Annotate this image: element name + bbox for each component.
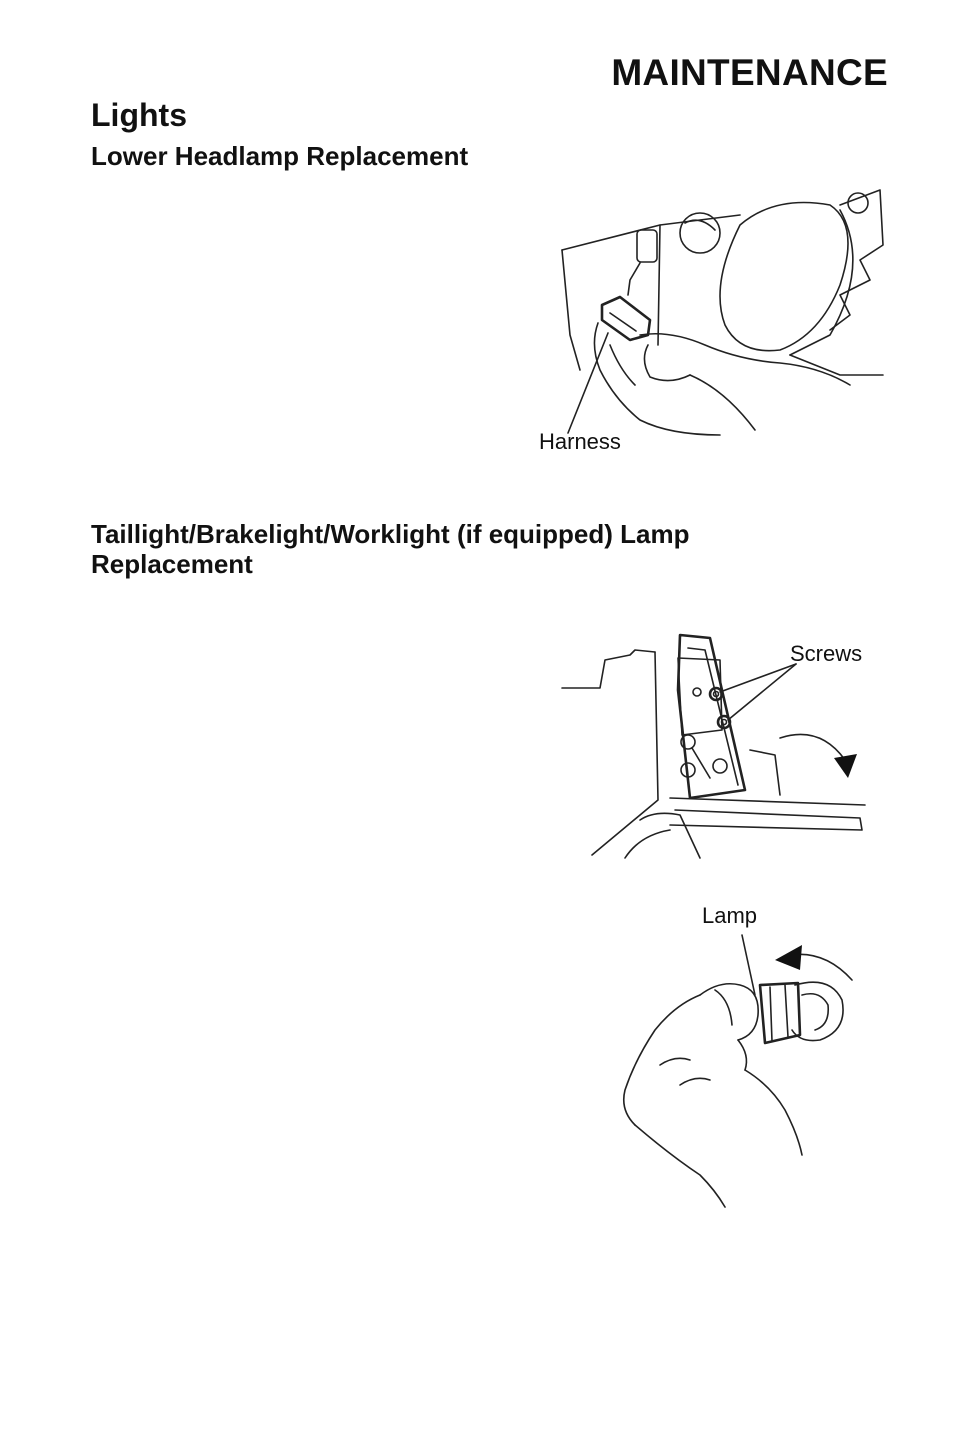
screws-callout-label: Screws [790, 641, 863, 666]
lamp-illustration [622, 934, 853, 1208]
section-header: MAINTENANCE [611, 52, 888, 93]
lamp-callout-label: Lamp [702, 903, 758, 928]
harness-callout-label: Harness [539, 429, 621, 454]
headlamp-illustration [561, 189, 884, 436]
subsection-heading-headlamp: Lower Headlamp Replacement [91, 141, 469, 171]
page-title: Lights [91, 97, 187, 133]
taillight-illustration [561, 633, 866, 859]
subsection-heading-taillight: Taillight/Brakelight/Worklight (if equip… [91, 519, 690, 579]
